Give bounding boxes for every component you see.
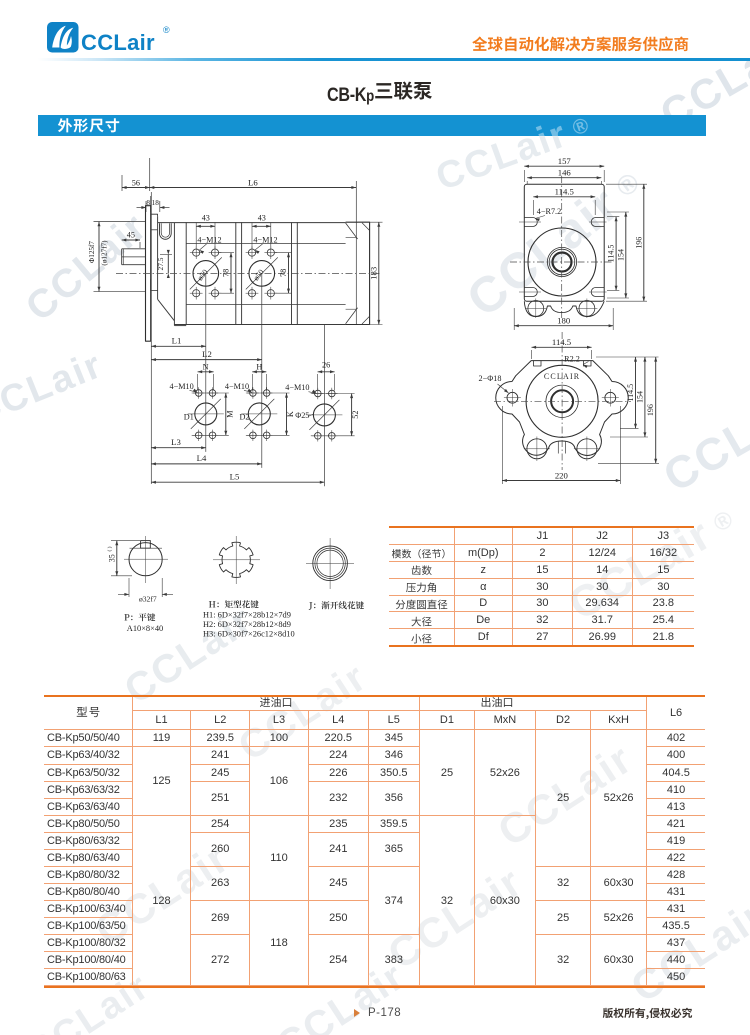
svg-text:114.5: 114.5 bbox=[555, 187, 574, 197]
svg-text:ø32f7: ø32f7 bbox=[139, 595, 157, 604]
svg-text:196: 196 bbox=[634, 237, 643, 249]
svg-text:4−M10: 4−M10 bbox=[285, 383, 309, 392]
svg-text:2−Φ18: 2−Φ18 bbox=[479, 374, 502, 383]
svg-text:D2: D2 bbox=[239, 412, 249, 421]
svg-text:4−M12: 4−M12 bbox=[197, 236, 221, 245]
svg-text:154: 154 bbox=[635, 391, 644, 403]
svg-text:N: N bbox=[203, 362, 209, 371]
svg-text:®: ® bbox=[163, 25, 170, 35]
svg-text:H1: 6D×32f7×28b12×7d9: H1: 6D×32f7×28b12×7d9 bbox=[203, 611, 291, 620]
svg-text:35: 35 bbox=[107, 554, 116, 562]
svg-text:154: 154 bbox=[616, 249, 625, 261]
svg-text:43: 43 bbox=[258, 213, 266, 222]
svg-text:27.5: 27.5 bbox=[156, 257, 165, 270]
svg-text:L5: L5 bbox=[230, 472, 240, 482]
svg-text:4−M10: 4−M10 bbox=[170, 382, 194, 391]
svg-text:18: 18 bbox=[152, 199, 160, 207]
svg-text:L2: L2 bbox=[202, 349, 212, 359]
svg-text:114.5: 114.5 bbox=[626, 384, 635, 402]
svg-text:A10×8×40: A10×8×40 bbox=[127, 624, 163, 633]
svg-text:M: M bbox=[225, 410, 234, 418]
svg-text:4−R7.2: 4−R7.2 bbox=[537, 207, 561, 216]
svg-text:CCLair ®: CCLair ® bbox=[431, 104, 597, 199]
svg-text:H3: 6D×30f7×26c12×8d10: H3: 6D×30f7×26c12×8d10 bbox=[203, 630, 295, 639]
svg-text:8: 8 bbox=[146, 199, 150, 207]
svg-text:78: 78 bbox=[222, 269, 231, 277]
svg-text:CCLAIR: CCLAIR bbox=[544, 372, 581, 381]
svg-text:56: 56 bbox=[132, 178, 140, 187]
svg-text:220: 220 bbox=[555, 470, 569, 480]
svg-text:43: 43 bbox=[202, 213, 210, 222]
svg-text:H2: 6D×32f7×28b12×8d9: H2: 6D×32f7×28b12×8d9 bbox=[203, 620, 291, 629]
svg-text:183: 183 bbox=[368, 267, 378, 280]
svg-text:K: K bbox=[286, 411, 295, 417]
svg-text:H: H bbox=[256, 362, 262, 371]
svg-text:ø50: ø50 bbox=[251, 268, 265, 283]
svg-text:196: 196 bbox=[646, 404, 655, 416]
svg-text:45: 45 bbox=[127, 230, 135, 239]
svg-text:52: 52 bbox=[351, 411, 360, 419]
svg-text:146: 146 bbox=[558, 168, 572, 178]
svg-text:ø50: ø50 bbox=[195, 268, 209, 283]
svg-text:L4: L4 bbox=[197, 453, 207, 463]
svg-text:4−M10: 4−M10 bbox=[225, 382, 249, 391]
svg-text:R2.2: R2.2 bbox=[564, 354, 580, 363]
svg-text:( ): ( ) bbox=[106, 546, 113, 551]
svg-text:180: 180 bbox=[557, 316, 571, 326]
svg-text:L3: L3 bbox=[171, 437, 181, 447]
svg-text:L1: L1 bbox=[172, 336, 182, 346]
svg-text:26: 26 bbox=[322, 361, 330, 370]
svg-text:4−M12: 4−M12 bbox=[253, 236, 277, 245]
svg-text:CCLair: CCLair bbox=[81, 30, 155, 55]
svg-text:114.5: 114.5 bbox=[607, 245, 616, 263]
svg-text:114.5: 114.5 bbox=[552, 337, 571, 347]
svg-text:157: 157 bbox=[558, 156, 572, 166]
svg-text:(ø127f7): (ø127f7) bbox=[101, 240, 109, 266]
svg-text:Φ125f7: Φ125f7 bbox=[88, 241, 96, 263]
svg-text:Φ25: Φ25 bbox=[295, 411, 309, 420]
svg-text:L6: L6 bbox=[248, 177, 258, 187]
svg-text:D1: D1 bbox=[184, 412, 194, 421]
svg-text:78: 78 bbox=[279, 269, 288, 277]
